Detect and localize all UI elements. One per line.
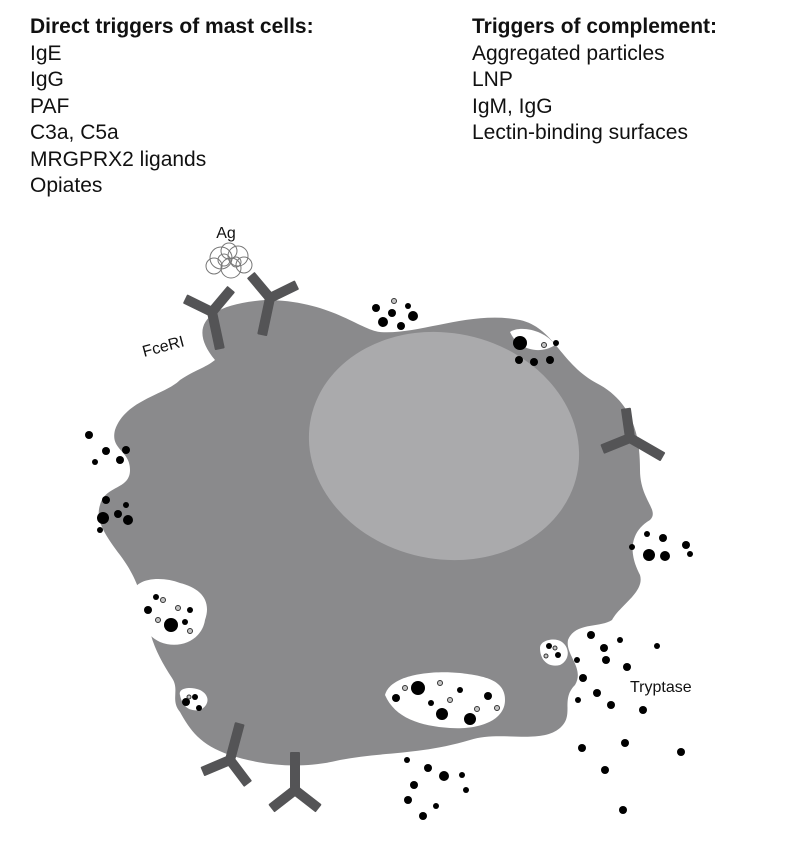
list-item: C3a, C5a: [30, 121, 119, 144]
list-item: Lectin-binding surfaces: [472, 121, 688, 144]
small-granules: [155, 298, 558, 712]
list-item: IgG: [30, 68, 64, 91]
nucleus: [308, 331, 580, 561]
list-item: MRGPRX2 ligands: [30, 147, 207, 171]
granule-vesicle: [132, 578, 208, 645]
tryptase-label: Tryptase: [630, 679, 692, 696]
list-item: Opiates: [30, 174, 103, 197]
antigen-aggregate: [205, 242, 253, 279]
mast-cell-triggers-heading: Direct triggers of mast cells:: [30, 15, 314, 38]
list-item: IgM, IgG: [472, 94, 553, 118]
list-item: PAF: [30, 94, 70, 118]
receptor-label: FceRI: [141, 333, 187, 360]
granules: [85, 303, 693, 820]
mast-cell-triggers-list: Direct triggers of mast cells: IgE IgG P…: [30, 14, 314, 200]
antigen-label: Ag: [216, 225, 236, 242]
list-item: IgE: [30, 41, 62, 65]
list-item: LNP: [472, 68, 513, 91]
complement-triggers-heading: Triggers of complement:: [472, 15, 718, 38]
list-item: Aggregated particles: [472, 41, 665, 65]
complement-triggers-list: Triggers of complement: Aggregated parti…: [472, 14, 717, 147]
